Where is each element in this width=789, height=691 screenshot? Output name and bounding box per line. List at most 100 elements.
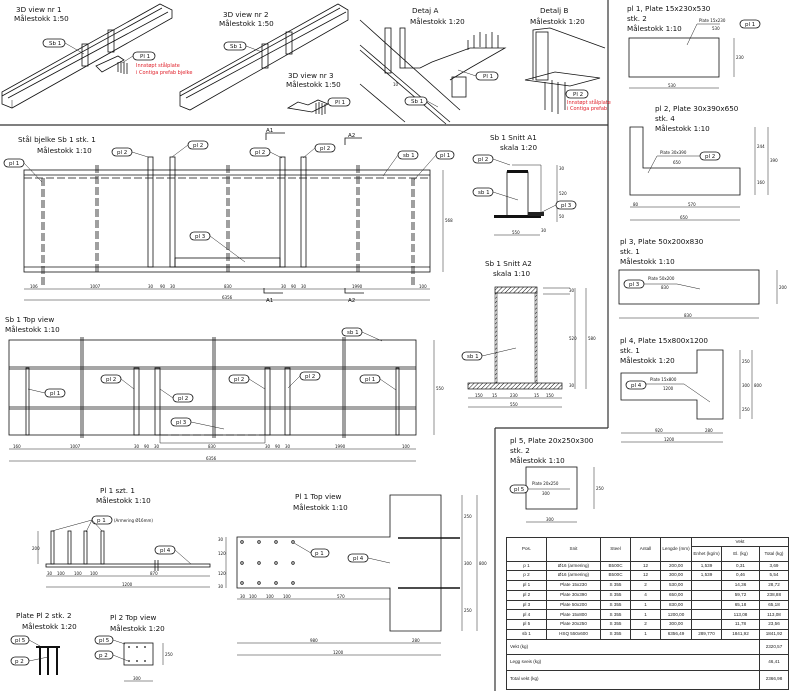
svg-text:100: 100 — [402, 444, 410, 449]
svg-text:A2: A2 — [348, 133, 355, 139]
svg-text:pl 2: pl 2 — [234, 377, 244, 383]
svg-text:pl 5: pl 5 — [514, 487, 525, 493]
note-line-1: Innstøpt stålplate — [567, 99, 611, 106]
svg-text:p 1: p 1 — [315, 551, 324, 557]
view-title: 3D view nr 1 — [16, 5, 62, 14]
svg-text:250: 250 — [742, 407, 750, 412]
svg-text:30: 30 — [569, 288, 575, 293]
svg-text:30: 30 — [218, 537, 224, 542]
svg-text:920: 920 — [655, 428, 663, 433]
svg-text:870: 870 — [150, 571, 158, 576]
plate-pl1: pl 1, Plate 15x230x530 stk. 2 Målestokk … — [627, 4, 761, 89]
svg-text:30: 30 — [240, 594, 246, 599]
svg-text:sb 1: sb 1 — [467, 354, 479, 360]
svg-text:pl 1: pl 1 — [9, 161, 19, 167]
dimension-chain: 106 1007 30 90 30 830 30 90 30 1990 100 … — [24, 170, 453, 301]
svg-text:pl 2: pl 2 — [305, 374, 315, 380]
cell-lengde: 300,00 — [660, 570, 692, 582]
header-el: El. (kg) — [721, 546, 760, 562]
rebar-holes — [128, 646, 146, 662]
svg-text:100: 100 — [74, 571, 82, 576]
svg-text:100: 100 — [283, 594, 291, 599]
view-title: Pl 1 szt. 1 — [100, 486, 135, 495]
svg-text:50: 50 — [559, 214, 565, 219]
note-line-2: i Contiga prefab — [567, 106, 607, 112]
note-line-1: Innstøpt stålplate — [136, 62, 180, 69]
svg-text:300: 300 — [546, 517, 554, 522]
callout-pl2: Pl 2 — [565, 89, 589, 99]
svg-text:230: 230 — [736, 55, 744, 60]
svg-text:1200: 1200 — [333, 650, 344, 655]
quantity: stk. 2 — [510, 446, 530, 455]
cell-enhet — [691, 619, 722, 631]
svg-text:580: 580 — [588, 336, 596, 341]
callout-sb1: Sb 1 — [223, 41, 263, 53]
plate-pl4: pl 4, Plate 15x800x1200 stk. 1 Målestokk… — [620, 336, 762, 443]
callout-pl2: pl 2 — [287, 371, 321, 389]
sheet-frame — [0, 0, 609, 691]
svg-text:30: 30 — [541, 228, 547, 233]
cell-lengde: 200,00 — [660, 560, 692, 572]
svg-text:800: 800 — [754, 383, 762, 388]
beam-elevation: Stål bjelke Sb 1 stk. 1 Målestokk 1:10 p… — [3, 128, 455, 304]
cell-total: 113,08 — [759, 609, 789, 621]
cell-steel: S 355 — [600, 629, 631, 640]
header-antall: Antall — [630, 537, 661, 562]
svg-text:A1: A1 — [266, 128, 273, 134]
table-header-row: Pos. Snit Steel Antall Lengde (mm) Vekt — [506, 536, 789, 562]
table-row-total: Total vekt (kg) 2366,98 — [506, 669, 789, 691]
pl2-top-view: Pl 2 Top view Målestokk 1:20 pl 5 p 2 30… — [94, 613, 173, 682]
svg-text:30: 30 — [154, 444, 160, 449]
callout-pl2: pl 2 — [699, 151, 721, 161]
callout-pl1: pl 1 — [3, 158, 43, 183]
cell-enhet — [691, 580, 722, 591]
svg-text:Sb 1: Sb 1 — [230, 44, 242, 50]
svg-text:300: 300 — [742, 383, 750, 388]
svg-text:A2: A2 — [348, 298, 355, 304]
plate-pl2: pl 2, Plate 30x390x650 stk. 4 Målestokk … — [629, 104, 778, 221]
callout-pl2: pl 2 — [228, 374, 266, 390]
cell-snit: Plate 20x250 — [546, 619, 601, 631]
weld-size: 10 — [393, 82, 399, 87]
cell-total: 3,69 — [759, 560, 789, 572]
header-snit: Snit — [546, 537, 601, 562]
view-scale: Målestokk 1:20 — [22, 622, 77, 631]
svg-text:800: 800 — [479, 561, 487, 566]
svg-text:30: 30 — [285, 444, 291, 449]
rebar-holes — [240, 540, 295, 585]
callout-pl1: pl 1 — [739, 19, 761, 29]
3d-view-3: 3D view nr 3 Målestokk 1:50 Pl 1 — [286, 71, 351, 115]
quantity: stk. 1 — [620, 346, 640, 355]
callout-pl5: pl 5 — [94, 635, 126, 645]
cell-el: 65,18 — [721, 599, 760, 611]
sveis-label: Legg sveis (kg) — [506, 654, 760, 671]
svg-text:pl 4: pl 4 — [353, 556, 364, 562]
callout-sb1: Sb 1 — [42, 38, 85, 55]
cell-lengde: 530,00 — [660, 580, 692, 591]
svg-text:30: 30 — [559, 166, 565, 171]
cell-steel: B500C — [600, 570, 631, 582]
callout-p2: p 2 — [10, 656, 49, 666]
cell-steel: S 355 — [600, 580, 631, 591]
cell-snit: Plate 15x230 — [546, 580, 601, 591]
svg-text:830: 830 — [684, 313, 692, 318]
pl1-side-view: Pl 1 szt. 1 Målestokk 1:10 p 1 (Armering… — [32, 486, 211, 588]
section-a1: Sb 1 Snitt A1 skala 1:20 30 520 50 550 3… — [472, 133, 577, 236]
svg-text:568: 568 — [445, 218, 453, 223]
cell-el: 14,36 — [721, 580, 760, 591]
svg-text:p 2: p 2 — [99, 653, 108, 659]
svg-text:150: 150 — [475, 393, 483, 398]
view-title: pl 3, Plate 50x200x830 — [620, 237, 704, 246]
svg-text:pl 5: pl 5 — [99, 638, 110, 644]
svg-text:pl 4: pl 4 — [160, 548, 171, 554]
cell-steel: S 355 — [600, 589, 631, 601]
svg-text:6356: 6356 — [206, 456, 217, 461]
cell-el: 0,46 — [721, 570, 760, 582]
cell-el: 11,78 — [721, 619, 760, 631]
cell-el: 59,72 — [721, 589, 760, 601]
callout-p1: p 1 — [293, 542, 330, 558]
